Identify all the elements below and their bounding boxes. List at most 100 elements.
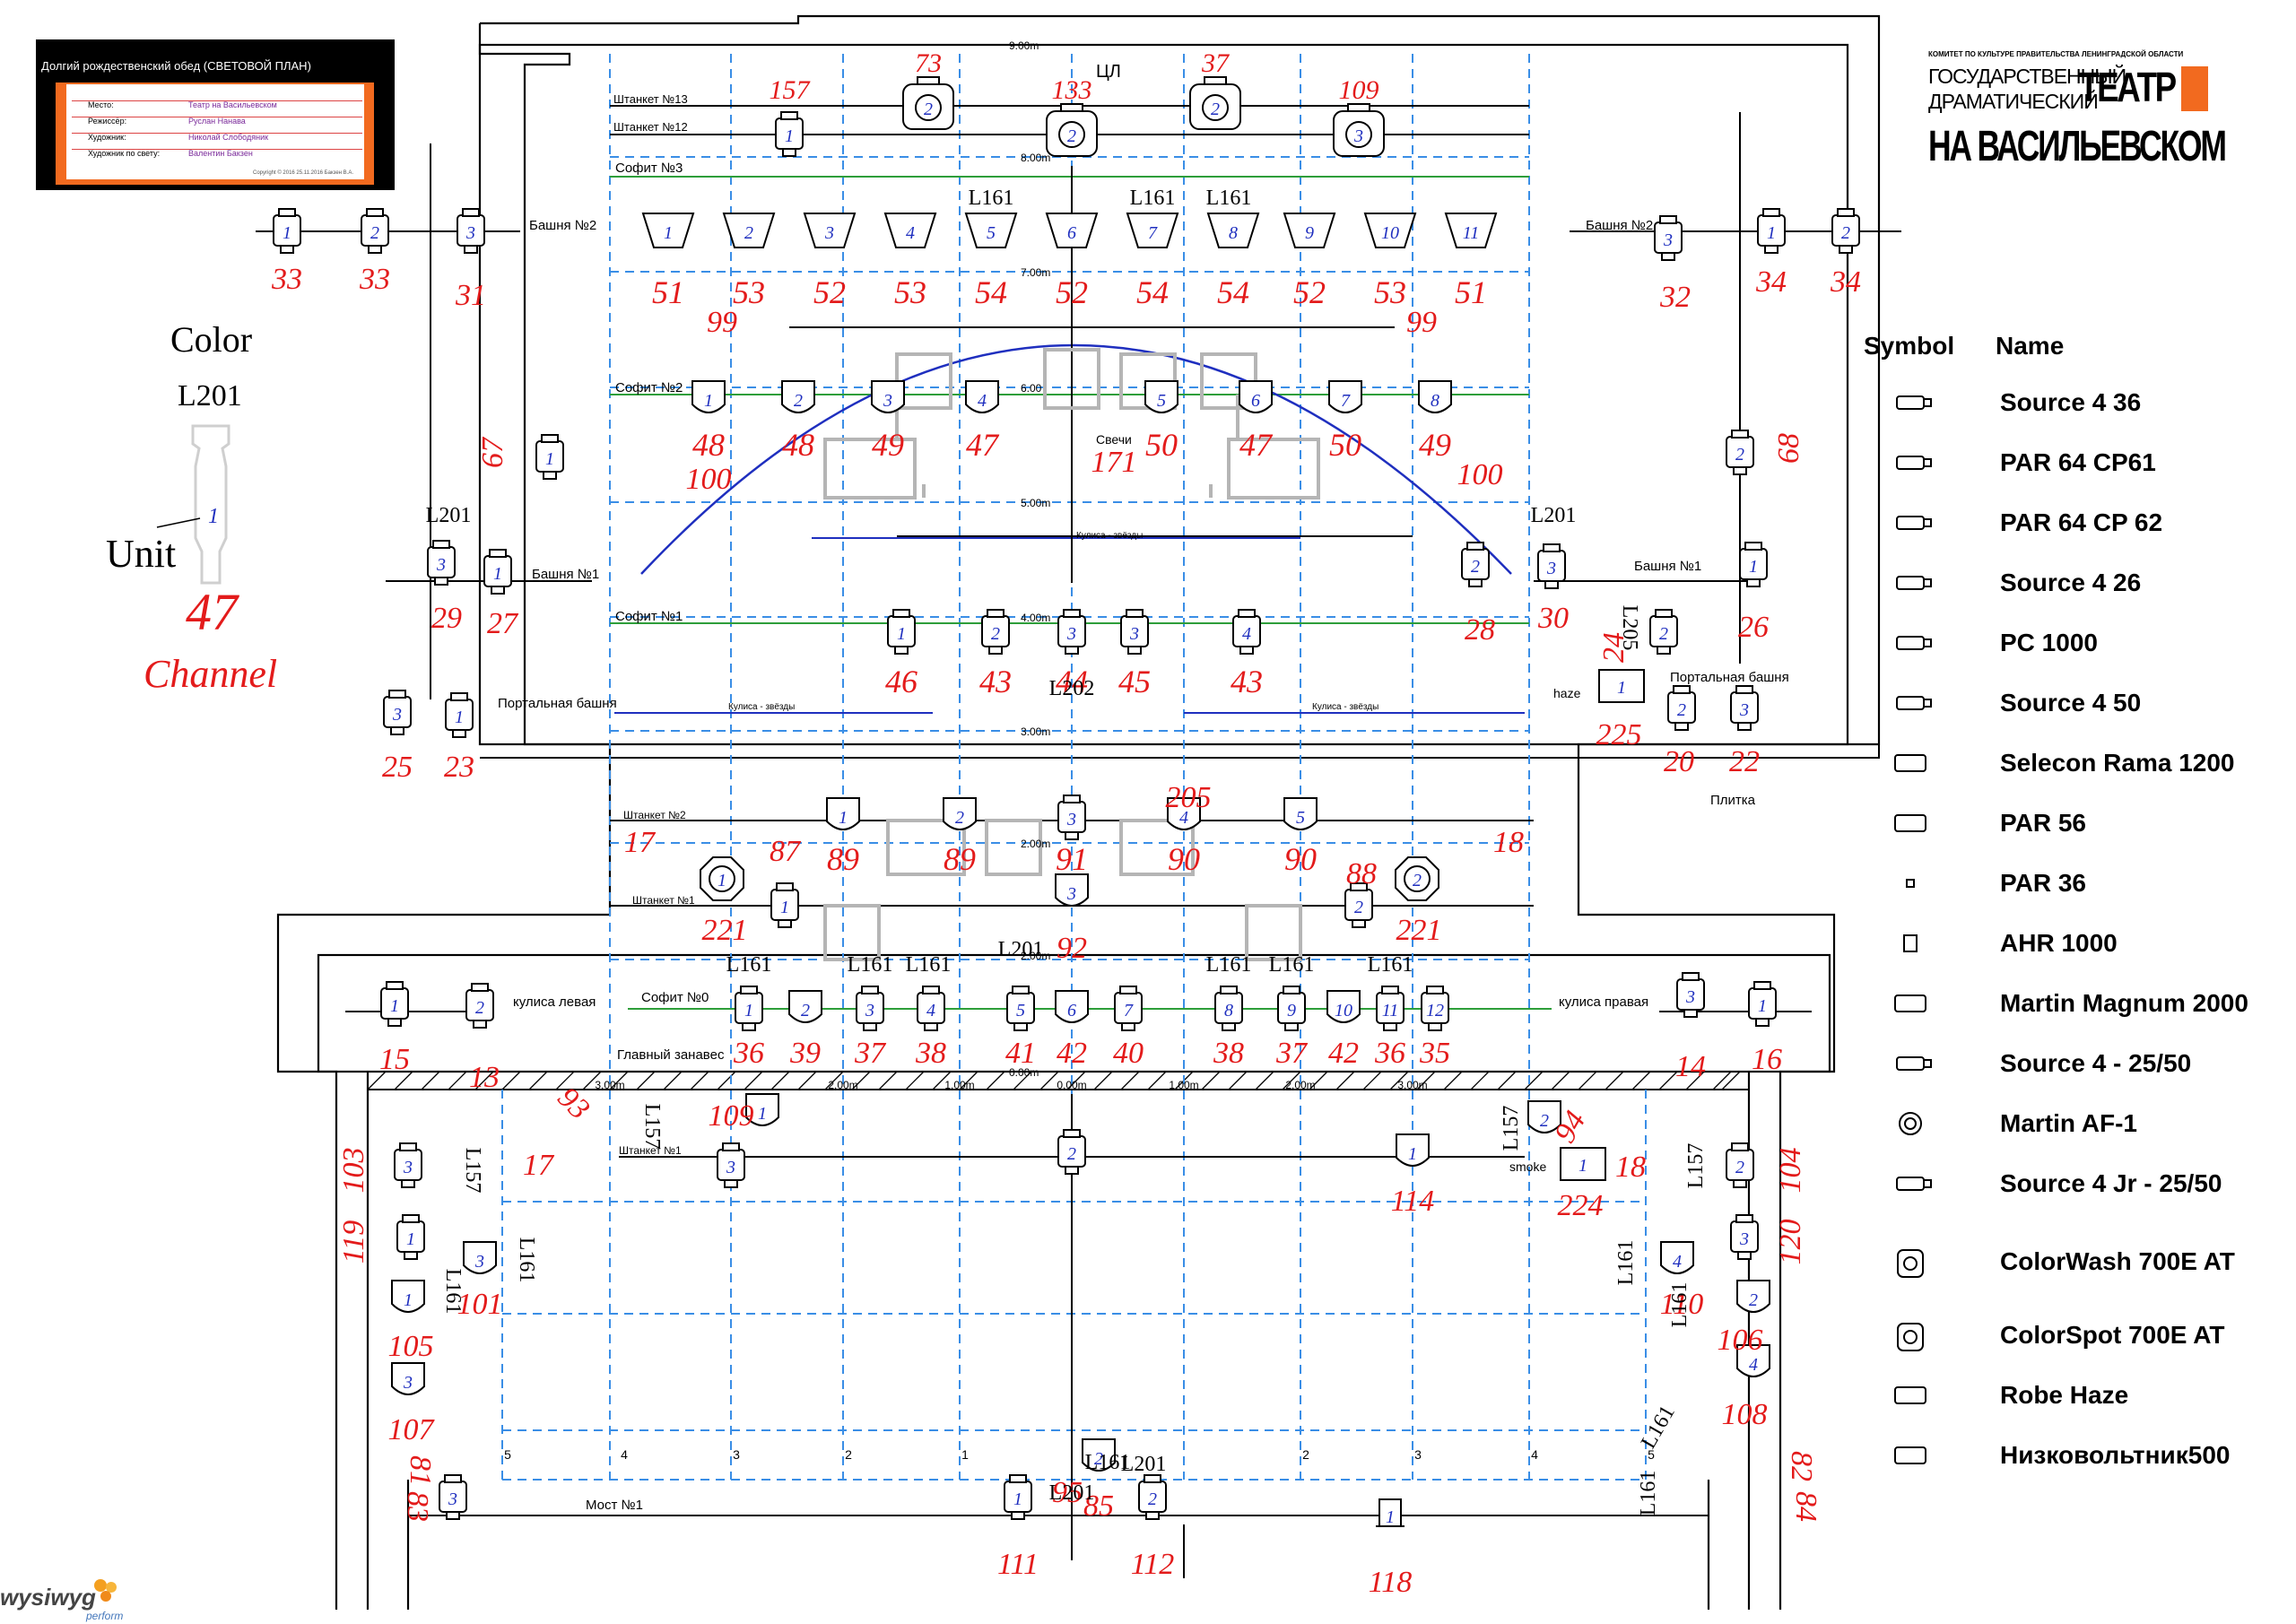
channel-label: 85: [1083, 1489, 1114, 1523]
channel-label: 54: [1136, 274, 1169, 310]
gel-label: L161: [1085, 1451, 1131, 1474]
unit-number: 2: [744, 223, 753, 243]
label-shtanket1: Штанкет №1: [632, 894, 695, 907]
label-portal-left: Портальная башня: [498, 696, 617, 711]
unit-number: 4: [1242, 624, 1251, 644]
legend-item-name: PC 1000: [2000, 629, 2098, 656]
channel-label: 20: [1664, 745, 1694, 778]
par-fixture: 10: [1326, 990, 1361, 1023]
channel-label: 28: [1465, 613, 1495, 647]
legend-item: PAR 64 CP 62: [1896, 508, 2162, 536]
gel-label: L201: [426, 504, 472, 527]
unit-number: 3: [448, 1489, 457, 1509]
channel-label: 31: [455, 279, 486, 312]
ruler-mark: 3.00m: [1397, 1079, 1427, 1091]
channel-label: 46: [885, 664, 918, 699]
par-fixture: 3: [391, 1362, 425, 1395]
unit-number: 1: [493, 564, 502, 584]
unit-number: 2: [475, 998, 484, 1018]
channel-label: 52: [1056, 274, 1088, 310]
gel-label: L161: [906, 953, 952, 977]
channel-label: 44: [1056, 664, 1088, 699]
label-kulisa-stars-1: Кулиса - звёзды: [1076, 531, 1143, 541]
src-fixture: 2: [361, 208, 389, 254]
unit-number: 3: [1546, 559, 1556, 578]
logo-committee: КОМИТЕТ ПО КУЛЬТУРЕ ПРАВИТЕЛЬСТВА ЛЕНИНГ…: [1928, 50, 2184, 58]
src-fixture: 2: [1057, 1129, 1086, 1175]
par-fixture: 7: [1328, 380, 1362, 413]
key-unit-label: Unit: [106, 532, 176, 576]
gel-label: L161: [1269, 953, 1315, 977]
haze-icon: [1894, 1386, 1926, 1404]
wash-fixture: 3: [1333, 103, 1385, 157]
unit-number: 8: [1431, 391, 1439, 411]
channel-label: 37: [1201, 48, 1231, 78]
unit-number: 2: [1211, 100, 1220, 119]
source4-icon: [1896, 696, 1932, 710]
column-number: 2: [1302, 1447, 1309, 1462]
label-shtanket2: Штанкет №2: [623, 809, 686, 821]
dim-0: 0.00m: [1009, 1066, 1039, 1079]
legend-item-name: Source 4 36: [2000, 388, 2141, 416]
wash-fixture: 2: [902, 76, 954, 130]
label-shtanket12: Штанкет №12: [613, 120, 688, 134]
channel-label: 107: [388, 1413, 436, 1446]
label-sofit1: Софит №1: [615, 609, 683, 624]
channel-label: 36: [733, 1037, 764, 1070]
unit-number: 1: [283, 223, 291, 243]
par-fixture: 4: [1660, 1241, 1694, 1274]
logo-bottom: НА ВАСИЛЬЕВСКОМ: [1928, 123, 2227, 170]
lowvolt-icon: [1894, 1446, 1926, 1464]
par64-cp61-icon: [1896, 456, 1932, 470]
channel-label: 51: [652, 274, 684, 310]
channel-label: 35: [1419, 1037, 1450, 1070]
channel-label: 171: [1091, 446, 1137, 479]
ruler-mark: 0.00m: [1057, 1079, 1086, 1091]
label-shtanket1-front: Штанкет №1: [619, 1144, 682, 1157]
dim-9: 9.00m: [1009, 39, 1039, 52]
par36-icon: [1906, 879, 1915, 888]
cone-fixture: 5: [964, 213, 1018, 248]
unit-number: 3: [1066, 624, 1076, 644]
unit-number: 2: [1471, 557, 1480, 577]
jr-icon: [1896, 1177, 1932, 1191]
legend-item-name: ColorSpot 700E AT: [2000, 1321, 2224, 1349]
zoom-icon: [1896, 1056, 1932, 1071]
channel-label: 95: [1052, 1476, 1083, 1509]
src-fixture: 5: [1006, 986, 1035, 1031]
src-fixture: 12: [1421, 986, 1449, 1031]
info-row-lighting: Художник по свету:Валентин Бакзен: [72, 149, 362, 158]
legend-item-name: ColorWash 700E AT: [2000, 1247, 2235, 1275]
src-fixture: 4: [1232, 609, 1261, 655]
src-fixture: 3: [1730, 685, 1759, 731]
channel-label: 38: [1213, 1037, 1244, 1070]
gel-label: L161: [1637, 1471, 1660, 1516]
dim-5: 5.00m: [1021, 497, 1050, 509]
channel-label: 133: [1052, 75, 1092, 105]
gel-label: L161: [1668, 1282, 1692, 1328]
unit-number: 2: [1659, 624, 1668, 644]
src-fixture: 2: [1667, 685, 1696, 731]
channel-label: 47: [1239, 427, 1274, 463]
legend-item-name: PAR 64 CP 62: [2000, 508, 2162, 536]
unit-number: 3: [403, 1373, 413, 1393]
src-fixture: 3: [1676, 972, 1705, 1018]
src-fixture: 1: [1757, 208, 1786, 254]
channel-label: 17: [624, 826, 657, 859]
legend-item: Низковольтник500: [1894, 1441, 2230, 1469]
unit-number: 2: [1749, 1290, 1758, 1310]
brand-sub: perform: [85, 1610, 123, 1622]
gel-label: L161: [1206, 187, 1252, 210]
legend-col-symbol: Symbol: [1864, 332, 1954, 360]
unit-number: 1: [718, 871, 726, 890]
cone-fixture: 10: [1363, 213, 1417, 248]
src-fixture: 3: [1057, 609, 1086, 655]
unit-number: 2: [1841, 223, 1850, 243]
par-fixture: 3: [1055, 873, 1089, 907]
channel-label: 114: [1391, 1185, 1434, 1218]
channel-label: 99: [707, 306, 737, 339]
channel-label: 92: [1057, 932, 1087, 965]
title-info: [66, 84, 364, 179]
unit-number: 3: [1663, 230, 1673, 250]
ruler-mark: 3.00m: [595, 1079, 624, 1091]
